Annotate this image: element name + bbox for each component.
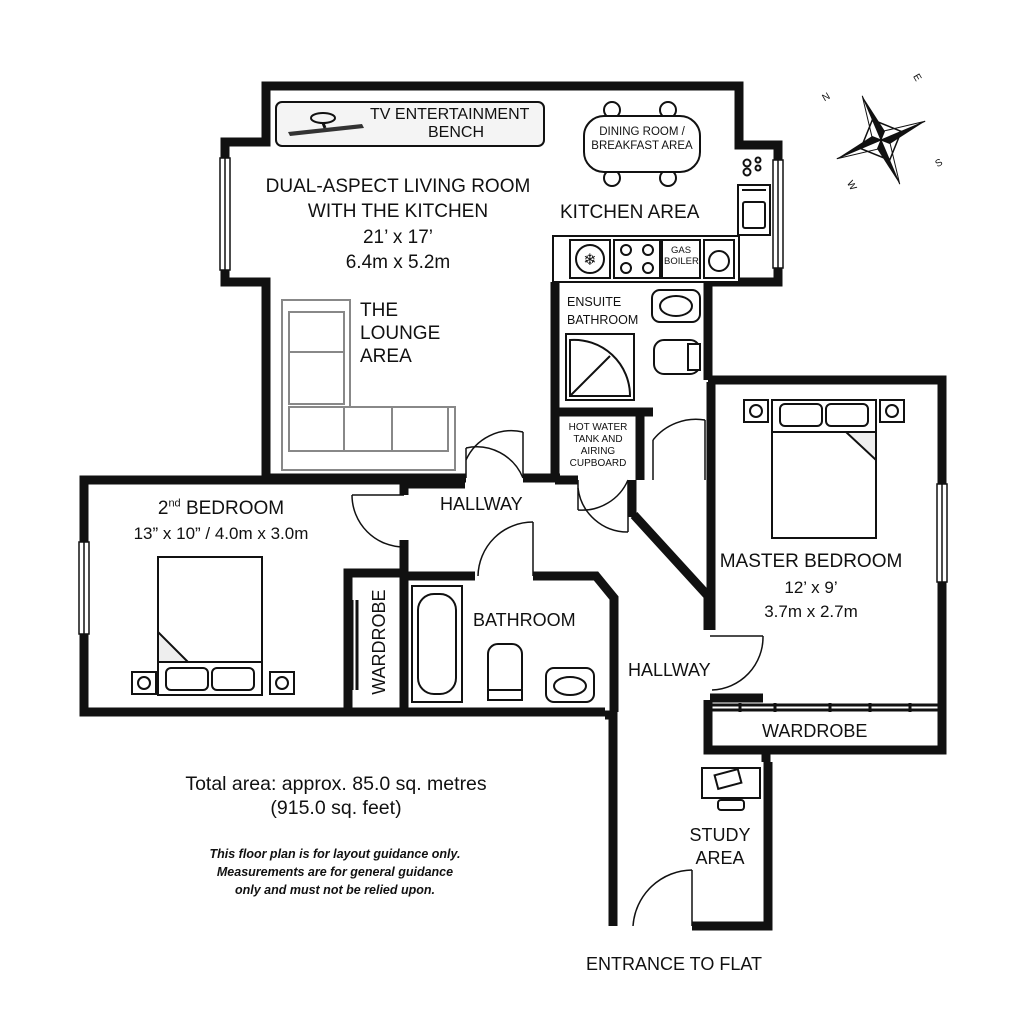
windows — [78, 157, 948, 635]
door-hotwater — [577, 479, 629, 533]
door-living — [465, 429, 524, 479]
dining-label: DINING ROOM /BREAKFAST AREA — [591, 126, 693, 152]
walls — [79, 81, 947, 931]
svg-text:❄: ❄ — [583, 250, 596, 269]
door-entrance — [632, 869, 693, 927]
door-bathroom — [477, 521, 534, 577]
study-wall — [692, 762, 773, 931]
wardrobe-right-wall — [703, 700, 766, 755]
hallway-mid-label: HALLWAY — [628, 660, 711, 680]
dining-table — [583, 101, 701, 187]
diagonal-hall-wall — [630, 511, 713, 630]
entrance-label: ENTRANCE TO FLAT — [586, 954, 763, 974]
hallway-top-label: HALLWAY — [440, 494, 523, 514]
bathroom-label: BATHROOM — [473, 610, 576, 630]
left-wardrobe-doors — [350, 600, 359, 690]
master-wardrobe-doors — [712, 703, 938, 712]
wardrobe-left-wall — [343, 568, 404, 712]
bedroom2-label: 2nd BEDROOM 13” x 10” / 4.0m x 3.0m — [133, 497, 309, 544]
hob-icon — [613, 239, 661, 279]
kitchen-counter: ❄ — [552, 156, 771, 283]
door-master — [710, 635, 764, 691]
tv-bench — [275, 101, 545, 147]
bathroom-right-wall — [533, 571, 619, 712]
study-desk — [701, 767, 761, 811]
master-bed — [743, 399, 905, 539]
wardrobe-right-label: WARDROBE — [762, 721, 868, 741]
bathroom-fixtures — [411, 585, 595, 703]
door-ensuite — [652, 418, 706, 480]
doors — [351, 418, 764, 927]
boiler-box — [661, 239, 701, 279]
door-bedroom2 — [351, 494, 405, 548]
ensuite-fixtures — [565, 289, 701, 401]
disclaimer: This floor plan is for layout guidance o… — [209, 847, 461, 898]
wardrobe-left-label: WARDROBE — [369, 589, 390, 695]
total-area: Total area: approx. 85.0 sq. metres(915.… — [185, 773, 487, 819]
compass-rose-icon — [836, 95, 926, 185]
sofa — [281, 299, 456, 471]
tv-icon — [288, 124, 364, 136]
kitchen-label: KITCHEN AREA — [560, 202, 700, 223]
bedroom2-bed — [131, 556, 295, 696]
entrance-left-wall — [605, 710, 618, 926]
